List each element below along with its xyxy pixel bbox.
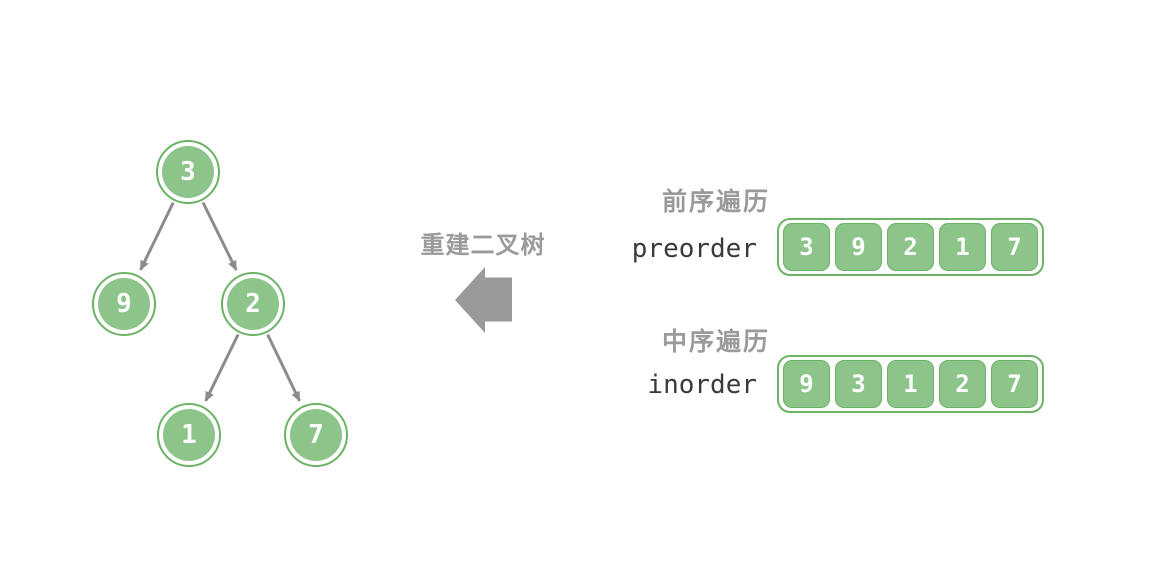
tree-node-root: 3 bbox=[156, 140, 220, 204]
tree-edge-2-1 bbox=[204, 333, 240, 402]
preorder-cn-label: 前序遍历 bbox=[661, 188, 770, 216]
tree-edge-3-9 bbox=[139, 201, 175, 271]
tree-node-value: 3 bbox=[180, 157, 196, 187]
array-cell: 9 bbox=[783, 360, 830, 408]
tree-edge-2-7 bbox=[266, 333, 301, 402]
rebuild-tree-label: 重建二叉树 bbox=[420, 232, 546, 259]
tree-node-disc: 9 bbox=[98, 278, 150, 330]
cell-value: 9 bbox=[799, 370, 814, 398]
preorder-en-label: preorder bbox=[631, 234, 757, 264]
tree-node-value: 2 bbox=[245, 289, 261, 319]
inorder-en-label: inorder bbox=[647, 370, 757, 400]
tree-node-disc: 7 bbox=[290, 409, 342, 461]
array-cell: 7 bbox=[991, 223, 1038, 271]
array-cell: 2 bbox=[887, 223, 934, 271]
cell-value: 7 bbox=[1007, 233, 1022, 261]
tree-node-right-left: 1 bbox=[157, 403, 221, 467]
cell-value: 2 bbox=[955, 370, 970, 398]
array-cell: 1 bbox=[939, 223, 986, 271]
left-arrow-icon bbox=[455, 267, 512, 333]
tree-node-right: 2 bbox=[221, 272, 285, 336]
tree-node-left: 9 bbox=[92, 272, 156, 336]
preorder-array: 3 9 2 1 7 bbox=[777, 218, 1044, 276]
cell-value: 7 bbox=[1007, 370, 1022, 398]
cell-value: 2 bbox=[903, 233, 918, 261]
array-cell: 1 bbox=[887, 360, 934, 408]
tree-node-disc: 3 bbox=[162, 146, 214, 198]
cell-value: 3 bbox=[851, 370, 866, 398]
tree-node-value: 9 bbox=[116, 289, 132, 319]
tree-node-disc: 1 bbox=[163, 409, 215, 461]
array-cell: 9 bbox=[835, 223, 882, 271]
tree-node-value: 7 bbox=[308, 420, 324, 450]
array-cell: 7 bbox=[991, 360, 1038, 408]
array-cell: 3 bbox=[783, 223, 830, 271]
cell-value: 1 bbox=[903, 370, 918, 398]
inorder-array: 9 3 1 2 7 bbox=[777, 355, 1044, 413]
tree-node-value: 1 bbox=[181, 420, 197, 450]
cell-value: 1 bbox=[955, 233, 970, 261]
cell-value: 9 bbox=[851, 233, 866, 261]
tree-node-disc: 2 bbox=[227, 278, 279, 330]
array-cell: 2 bbox=[939, 360, 986, 408]
tree-edge-3-2 bbox=[201, 201, 238, 271]
array-cell: 3 bbox=[835, 360, 882, 408]
tree-node-right-right: 7 bbox=[284, 403, 348, 467]
cell-value: 3 bbox=[799, 233, 814, 261]
inorder-cn-label: 中序遍历 bbox=[661, 328, 770, 356]
